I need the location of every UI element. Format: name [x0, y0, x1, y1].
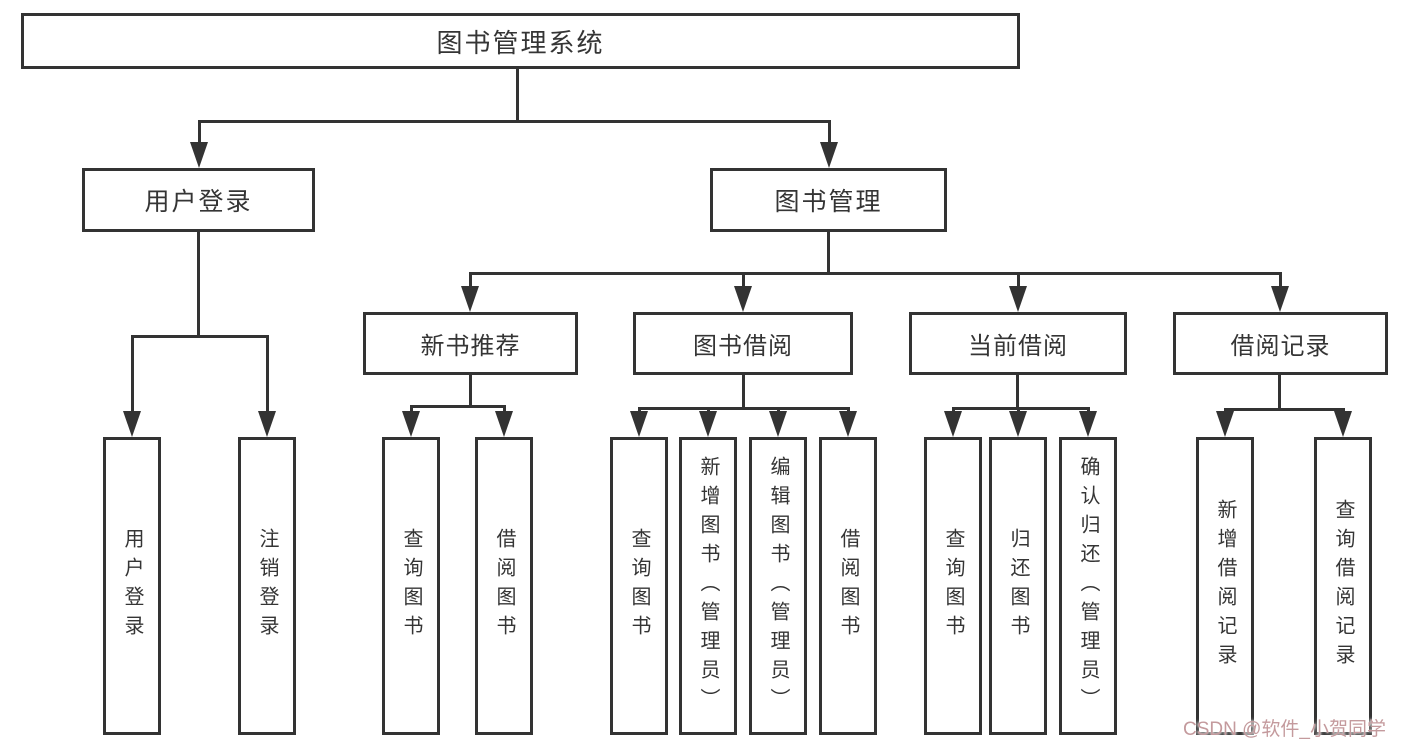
- connector-stub: [410, 405, 413, 415]
- connector-user-login-hline: [131, 335, 269, 338]
- leaf-borrow-books-borrowing: 借阅图书: [819, 437, 877, 735]
- leaf-label: 查询借阅记录: [1332, 499, 1354, 673]
- connector-borrowing-stem: [742, 375, 745, 410]
- leaf-query-books-current: 查询图书: [924, 437, 982, 735]
- leaf-add-borrow-record: 新增借阅记录: [1196, 437, 1254, 735]
- connector-stub: [469, 272, 472, 290]
- arrow-down-icon: [769, 411, 787, 437]
- leaf-user-login: 用户登录: [103, 437, 161, 735]
- leaf-borrow-books-recommend: 借阅图书: [475, 437, 533, 735]
- leaf-label: 查询图书: [400, 528, 422, 644]
- leaf-edit-book-admin: 编辑图书（管理员）: [749, 437, 807, 735]
- arrow-down-icon: [1009, 286, 1027, 312]
- node-user-login: 用户登录: [82, 168, 315, 232]
- leaf-label: 确认归还（管理员）: [1077, 455, 1099, 717]
- connector-book-mgmt-stem: [827, 232, 830, 275]
- arrow-down-icon: [1271, 286, 1289, 312]
- leaf-label: 注销登录: [256, 528, 278, 644]
- connector-stub: [1279, 272, 1282, 290]
- leaf-label: 归还图书: [1007, 528, 1029, 644]
- leaf-label: 用户登录: [121, 528, 143, 644]
- connector-stub: [266, 335, 269, 415]
- connector-stub: [131, 335, 134, 415]
- arrow-down-icon: [190, 142, 208, 168]
- connector-stub: [1017, 272, 1020, 290]
- connector-recommend-stem: [469, 375, 472, 408]
- connector-borrowing-hline: [638, 407, 850, 410]
- arrow-down-icon: [1079, 411, 1097, 437]
- arrow-down-icon: [402, 411, 420, 437]
- arrow-down-icon: [839, 411, 857, 437]
- csdn-watermark: CSDN @软件_小贺同学: [1183, 719, 1386, 740]
- connector-current-hline: [952, 407, 1090, 410]
- arrow-down-icon: [944, 411, 962, 437]
- arrow-down-icon: [258, 411, 276, 437]
- connector-user-login-stub: [198, 120, 201, 148]
- connector-records-hline: [1224, 408, 1345, 411]
- connector-stub: [503, 405, 506, 415]
- leaf-logout: 注销登录: [238, 437, 296, 735]
- node-current-borrowing: 当前借阅: [909, 312, 1127, 375]
- node-library-management-system: 图书管理系统: [21, 13, 1020, 69]
- leaf-return-book: 归还图书: [989, 437, 1047, 735]
- arrow-down-icon: [630, 411, 648, 437]
- node-new-book-recommend: 新书推荐: [363, 312, 578, 375]
- leaf-add-book-admin: 新增图书（管理员）: [679, 437, 737, 735]
- connector-level2-hline: [198, 120, 831, 123]
- connector-level3-hline: [469, 272, 1282, 275]
- leaf-label: 查询图书: [628, 528, 650, 644]
- connector-current-stem: [1016, 375, 1019, 410]
- node-borrow-records: 借阅记录: [1173, 312, 1388, 375]
- leaf-label: 新增图书（管理员）: [697, 455, 719, 717]
- leaf-label: 新增借阅记录: [1214, 499, 1236, 673]
- arrow-down-icon: [1334, 411, 1352, 437]
- arrow-down-icon: [495, 411, 513, 437]
- arrow-down-icon: [820, 142, 838, 168]
- leaf-label: 借阅图书: [837, 528, 859, 644]
- connector-recommend-hline: [410, 405, 506, 408]
- leaf-label: 编辑图书（管理员）: [767, 455, 789, 717]
- node-book-management: 图书管理: [710, 168, 947, 232]
- arrow-down-icon: [461, 286, 479, 312]
- arrow-down-icon: [1216, 411, 1234, 437]
- leaf-query-books-recommend: 查询图书: [382, 437, 440, 735]
- connector-root-stem: [516, 68, 519, 120]
- connector-book-mgmt-stub: [828, 120, 831, 148]
- leaf-confirm-return-admin: 确认归还（管理员）: [1059, 437, 1117, 735]
- arrow-down-icon: [1009, 411, 1027, 437]
- arrow-down-icon: [734, 286, 752, 312]
- leaf-query-borrow-record: 查询借阅记录: [1314, 437, 1372, 735]
- arrow-down-icon: [699, 411, 717, 437]
- connector-records-stem: [1278, 375, 1281, 411]
- leaf-query-books-borrowing: 查询图书: [610, 437, 668, 735]
- leaf-label: 查询图书: [942, 528, 964, 644]
- connector-user-login-stem: [197, 232, 200, 338]
- leaf-label: 借阅图书: [493, 528, 515, 644]
- arrow-down-icon: [123, 411, 141, 437]
- node-book-borrowing: 图书借阅: [633, 312, 853, 375]
- connector-stub: [742, 272, 745, 290]
